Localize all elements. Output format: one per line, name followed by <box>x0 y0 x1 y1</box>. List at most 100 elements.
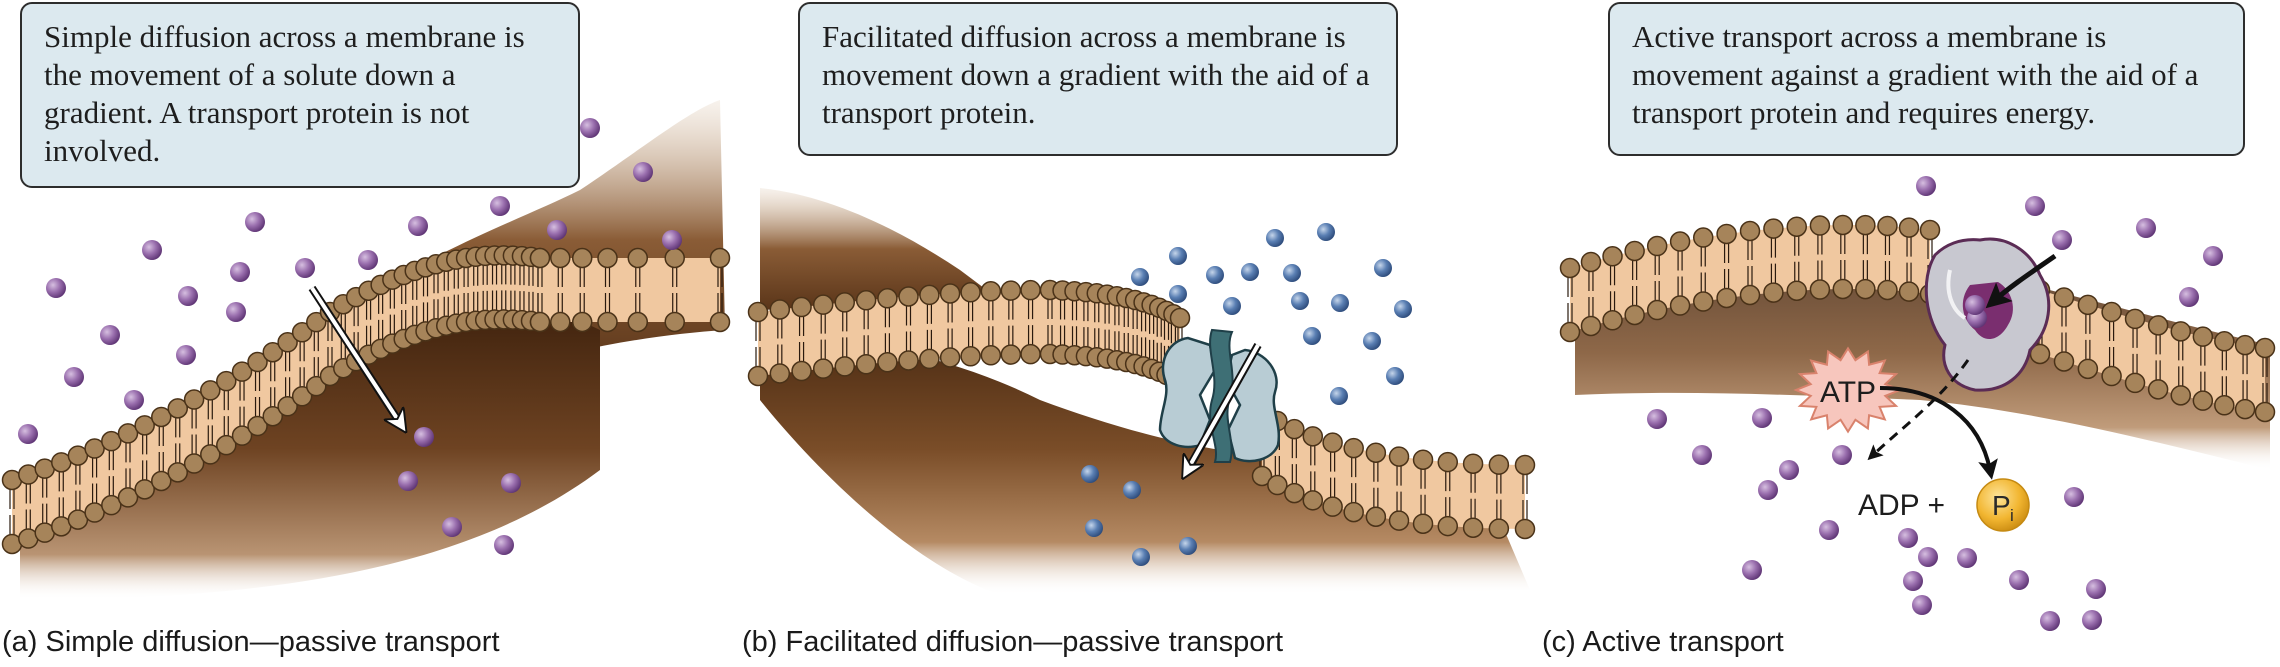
solute-molecule-icon <box>178 286 198 306</box>
lipid-head <box>791 360 812 382</box>
solute-molecule-icon <box>1223 297 1241 315</box>
solute-molecule-icon <box>1758 480 1778 500</box>
lipid-head <box>151 406 172 428</box>
lipid-head <box>1669 231 1691 252</box>
lipid-head <box>1020 343 1041 365</box>
lipid-head <box>1739 220 1761 242</box>
lipid-head <box>1763 282 1784 303</box>
solute-molecule-icon <box>245 212 265 232</box>
solute-molecule-icon <box>2136 218 2156 238</box>
lipid-head <box>1437 515 1459 537</box>
solute-molecule-icon <box>1374 259 1392 277</box>
solute-molecule-icon <box>442 517 462 537</box>
solute-molecule-icon <box>1916 176 1936 196</box>
solute-molecule-icon <box>176 345 196 365</box>
lipid-head <box>84 502 105 523</box>
description-box-a: Simple diffusion across a membrane is th… <box>20 2 580 188</box>
lipid-head <box>101 430 122 452</box>
lipid-head <box>571 247 593 269</box>
solute-molecule-icon <box>226 302 246 322</box>
lipid-head <box>2053 287 2075 308</box>
lipid-head <box>877 352 898 373</box>
lipid-head <box>1580 251 1602 273</box>
lipid-head <box>2234 398 2256 420</box>
solute-molecule-icon <box>1241 263 1259 281</box>
caption-a: (a) Simple diffusion—passive transport <box>2 626 500 658</box>
solute-molecule-icon <box>2009 570 2029 590</box>
lipid-head <box>1020 279 1041 301</box>
lipid-head <box>980 281 1002 302</box>
solute-molecule-icon <box>1169 247 1187 265</box>
lipid-head <box>2147 379 2169 400</box>
lipid-head <box>769 363 791 384</box>
lipid-head <box>247 415 268 437</box>
lipid-head <box>2214 331 2235 352</box>
lipid-head <box>855 354 877 375</box>
lipid-head <box>960 346 981 367</box>
solute-molecule-icon <box>580 118 600 138</box>
lipid-head <box>1412 513 1434 534</box>
solute-molecule-icon <box>1303 327 1321 345</box>
solute-molecule-icon <box>1179 537 1197 555</box>
membrane-b-back-layer <box>760 188 1000 310</box>
solute-molecule-icon <box>1957 548 1977 568</box>
solute-molecule-icon <box>490 196 510 216</box>
lipid-head <box>1716 287 1737 309</box>
solute-molecule-icon <box>1266 229 1284 247</box>
solute-molecule-icon <box>1386 367 1404 385</box>
lipid-head <box>597 311 618 333</box>
solute-molecule-icon <box>1331 294 1349 312</box>
solute-molecule-icon <box>1752 408 1772 428</box>
solute-molecule-icon <box>501 473 521 493</box>
lipid-head <box>1646 299 1668 321</box>
caption-b: (b) Facilitated diffusion—passive transp… <box>742 626 1284 658</box>
dashed-transport-arrow <box>1867 359 1970 461</box>
description-b-text: Facilitated diffusion across a membrane … <box>822 19 1370 130</box>
solute-molecule-icon <box>2064 487 2084 507</box>
solute-molecule-icon <box>64 367 84 387</box>
lipid-head <box>1763 218 1784 239</box>
lipid-head <box>183 389 205 410</box>
solute-molecule-icon <box>230 262 250 282</box>
lipid-head <box>1514 454 1536 476</box>
panel-a-simple-diffusion <box>1 100 731 600</box>
lipid-head <box>1388 510 1410 531</box>
lipid-head <box>231 361 253 382</box>
lipid-head <box>2147 315 2169 336</box>
lipid-head <box>1302 490 1324 511</box>
movement-arrow-icon <box>1985 253 2057 309</box>
lipid-head <box>1602 310 1623 331</box>
lipid-head <box>1669 295 1691 316</box>
solutes-b-group <box>1081 223 1412 566</box>
lipid-head <box>306 375 327 397</box>
solute-molecule-icon <box>2203 246 2223 266</box>
solute-molecule-icon <box>2040 611 2060 631</box>
lipid-head <box>84 438 105 459</box>
lipid-head <box>550 247 571 269</box>
lipid-head <box>200 444 221 465</box>
lipid-head <box>1809 215 1831 236</box>
solute-molecule-icon <box>2179 287 2199 307</box>
lipid-head <box>1716 223 1737 245</box>
lipid-head <box>919 348 940 370</box>
solute-molecule-icon <box>1965 295 1985 315</box>
lipid-head <box>1692 291 1714 312</box>
solute-molecule-icon <box>2025 196 2045 216</box>
lipid-head <box>1919 219 1941 241</box>
solute-molecule-icon <box>398 471 418 491</box>
solute-molecule-icon <box>358 250 378 270</box>
solute-molecule-icon <box>1819 520 1839 540</box>
description-box-c: Active transport across a membrane is mo… <box>1608 2 2245 156</box>
lipid-head <box>1786 280 1808 301</box>
solute-molecule-icon <box>1647 409 1667 429</box>
lipid-head <box>812 294 834 315</box>
lipid-head <box>791 296 812 318</box>
membrane-a-front-bilayer <box>1 245 551 555</box>
solute-molecule-icon <box>1085 519 1103 537</box>
description-c-text: Active transport across a membrane is mo… <box>1632 19 2199 130</box>
lipid-head <box>231 425 253 446</box>
membrane-a-rear-bilayer <box>529 247 731 333</box>
membrane-b-cavity <box>760 330 1530 595</box>
lipid-head <box>167 398 188 419</box>
